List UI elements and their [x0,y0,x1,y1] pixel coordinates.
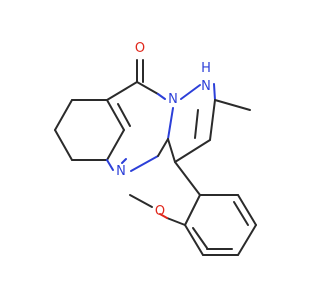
carbonyl-group [136,59,144,83]
ring-double-bond [117,103,131,127]
methoxy-group [129,194,186,226]
pyrimidinone-ring [106,81,174,172]
pyrimidine-nitrogen-label: N [116,164,126,179]
methyl-bond [214,99,251,111]
nh-hydrogen-label: H [201,61,211,76]
cyclohexane-ring [54,99,108,161]
aryl-attachment-bond [174,161,201,196]
pyrazole-ring [157,83,216,163]
structure-svg: O N H N N O [54,41,257,256]
methoxy-oxygen-label: O [155,204,165,219]
benzene-ring [184,194,257,256]
nh-nitrogen-label: N [201,79,211,94]
carbonyl-oxygen-label: O [135,41,145,56]
molecule-diagram: O N H N N O [54,41,257,256]
bridge-nitrogen-label: N [168,92,178,107]
